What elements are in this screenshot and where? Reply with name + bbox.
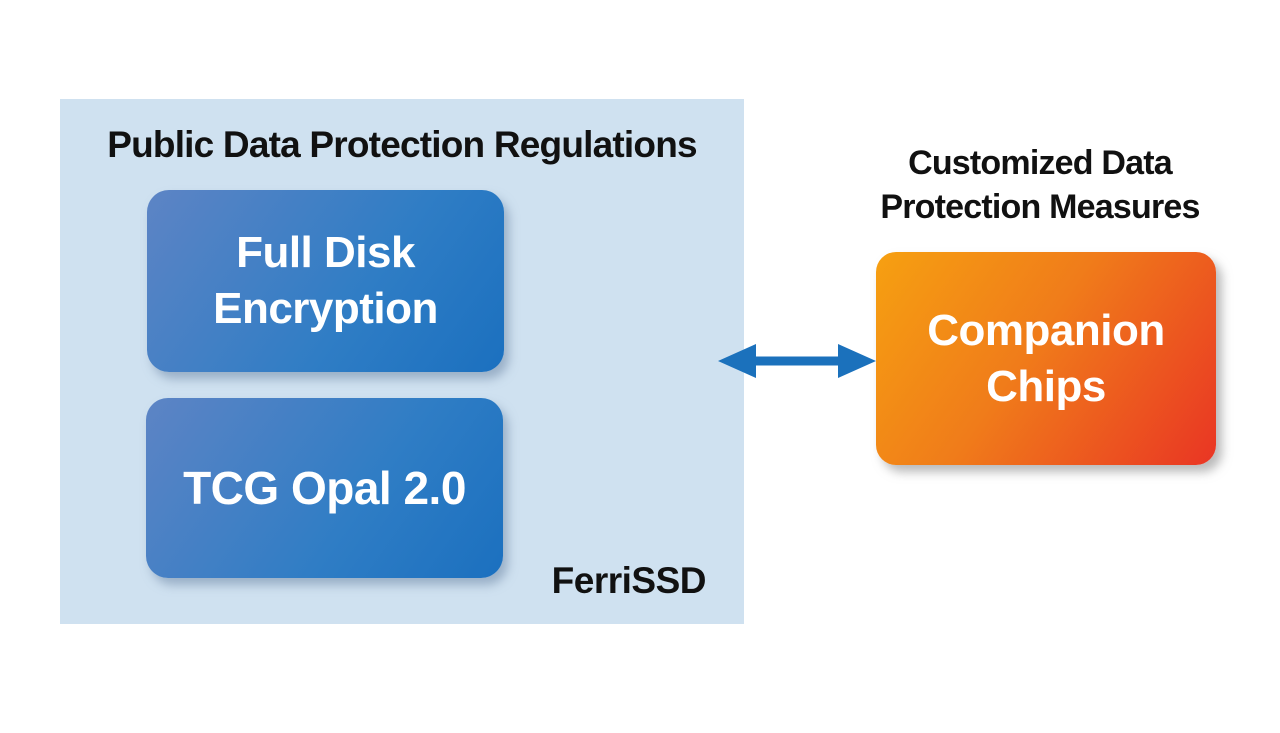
companion-chips-label-line1: Companion	[927, 305, 1165, 355]
customized-measures-heading: Customized Data Protection Measures	[845, 141, 1235, 229]
customized-measures-heading-line2: Protection Measures	[880, 188, 1200, 226]
tcg-opal-box: TCG Opal 2.0	[146, 398, 503, 578]
public-regulations-panel: Public Data Protection Regulations Full …	[60, 99, 744, 624]
full-disk-encryption-box: Full Disk Encryption	[147, 190, 504, 372]
companion-chips-box: Companion Chips	[876, 252, 1216, 465]
public-regulations-title: Public Data Protection Regulations	[107, 124, 697, 165]
customized-measures-heading-line1: Customized Data	[908, 144, 1173, 182]
tcg-opal-label: TCG Opal 2.0	[183, 462, 466, 514]
double-arrow-icon	[718, 344, 876, 378]
full-disk-encryption-label-line2: Encryption	[213, 284, 438, 333]
ferrissd-label: FerriSSD	[551, 560, 707, 601]
companion-chips-label-line2: Chips	[986, 361, 1106, 411]
full-disk-encryption-label-line1: Full Disk	[236, 228, 415, 277]
